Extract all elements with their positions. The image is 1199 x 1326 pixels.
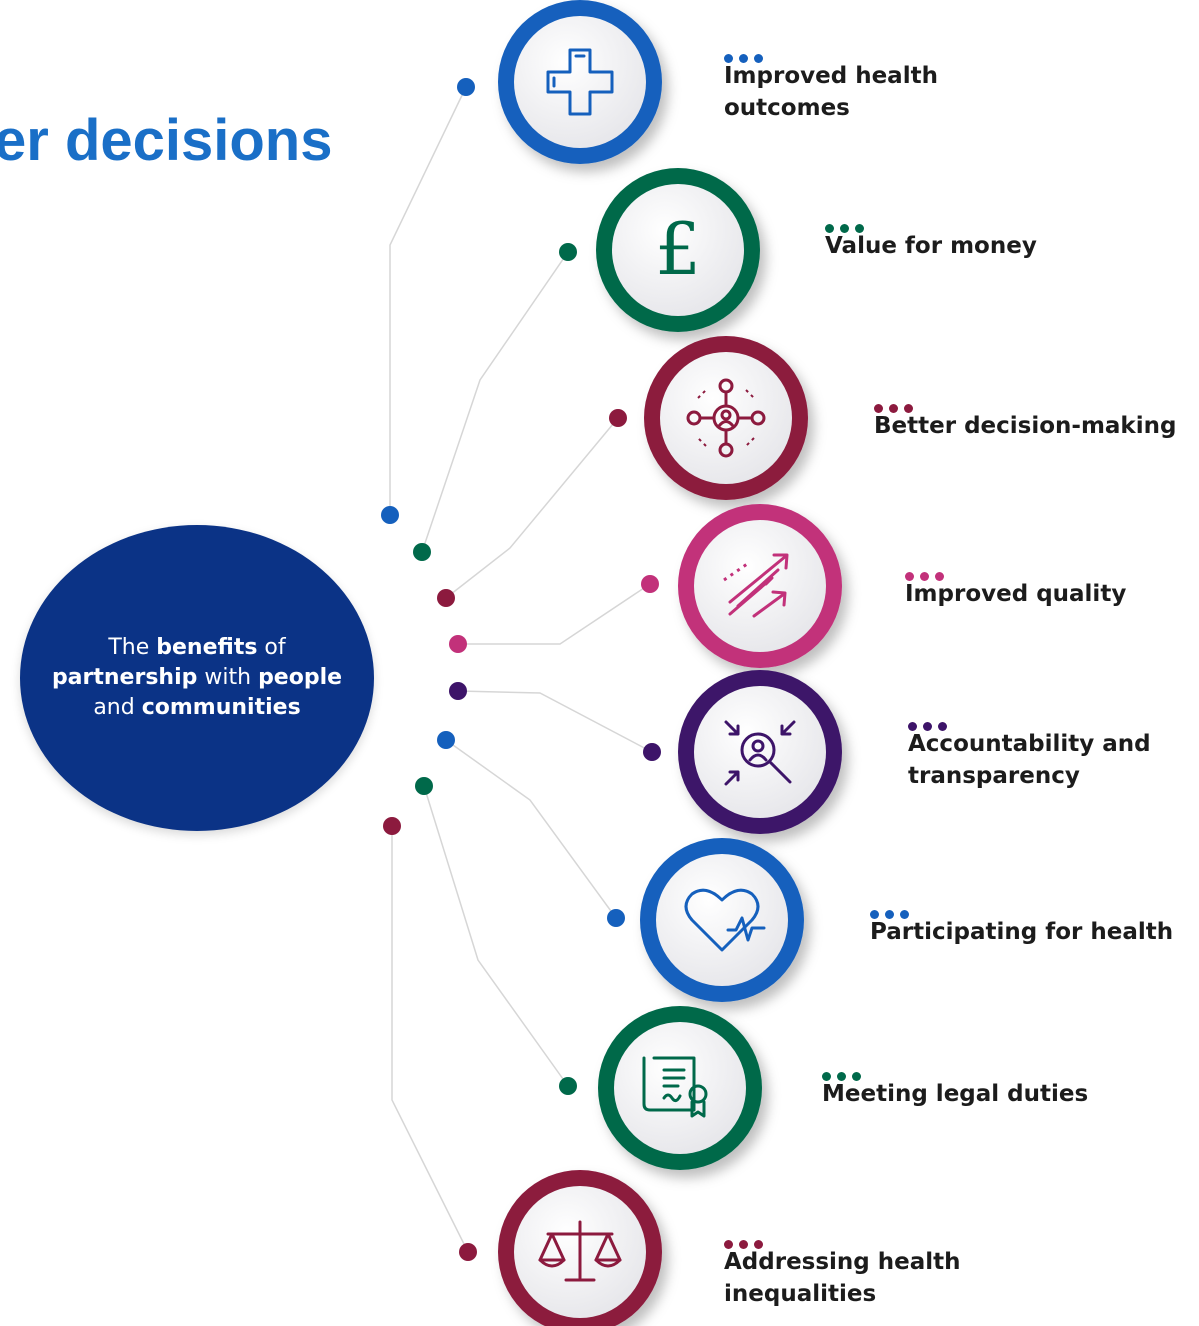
connector-end-dot bbox=[607, 909, 625, 927]
pound-icon: £ bbox=[655, 207, 701, 291]
ellipsis-dots-icon bbox=[905, 558, 1126, 581]
connector-start-dot bbox=[437, 589, 455, 607]
connector-lines bbox=[381, 78, 661, 1261]
connector-end-dot bbox=[641, 575, 659, 593]
connector-end-dot bbox=[559, 243, 577, 261]
benefit-label-line2: transparency bbox=[908, 763, 1080, 789]
benefit-node bbox=[498, 0, 662, 164]
benefit-node bbox=[678, 504, 842, 668]
benefit-node bbox=[598, 1006, 762, 1170]
benefit-label-line1: Addressing health bbox=[724, 1249, 961, 1275]
connector-start-dot bbox=[415, 777, 433, 795]
connector-end-dot bbox=[559, 1077, 577, 1095]
connector-line bbox=[457, 690, 653, 753]
ellipsis-dots-icon bbox=[724, 1226, 961, 1249]
benefit-label: Improved health outcomes bbox=[724, 40, 938, 124]
connector-start-dot bbox=[413, 543, 431, 561]
connector-end-dot bbox=[643, 743, 661, 761]
benefit-node bbox=[498, 1170, 662, 1326]
connector-end-dot bbox=[459, 1243, 477, 1261]
benefit-label-line2: inequalities bbox=[724, 1281, 877, 1307]
ellipsis-dots-icon bbox=[870, 896, 1173, 919]
connector-start-dot bbox=[449, 635, 467, 653]
benefit-label: Participating for health bbox=[870, 896, 1173, 948]
benefit-node bbox=[678, 670, 842, 834]
connector-end-dot bbox=[457, 78, 475, 96]
benefit-node bbox=[640, 838, 804, 1002]
connector-line bbox=[458, 583, 651, 645]
legal-document-icon bbox=[642, 1056, 708, 1118]
page-heading: er decisions bbox=[0, 108, 333, 173]
connector-line bbox=[389, 86, 467, 515]
connector-line bbox=[445, 739, 617, 919]
connector-line bbox=[445, 417, 619, 599]
benefit-label: Better decision-making bbox=[874, 390, 1176, 442]
svg-text:£: £ bbox=[655, 207, 701, 291]
hub-text: The benefits of partnership with people … bbox=[51, 635, 343, 720]
connector-start-dot bbox=[449, 682, 467, 700]
benefit-label-line1: Improved health bbox=[724, 63, 938, 89]
benefit-label-line1: Improved quality bbox=[905, 581, 1127, 607]
heart-pulse-icon bbox=[684, 888, 766, 952]
benefit-label: Value for money bbox=[825, 210, 1037, 262]
benefit-node: £ bbox=[596, 168, 760, 332]
ellipsis-dots-icon bbox=[908, 708, 1151, 731]
connector-start-dot bbox=[381, 506, 399, 524]
benefit-node bbox=[644, 336, 808, 500]
benefit-label: Meeting legal duties bbox=[822, 1058, 1088, 1110]
benefit-label-line2: outcomes bbox=[724, 95, 850, 121]
connector-line bbox=[421, 251, 569, 553]
benefit-label-line1: Meeting legal duties bbox=[822, 1081, 1089, 1107]
magnifier-person-icon bbox=[724, 720, 796, 786]
arrows-up-icon bbox=[723, 553, 789, 618]
connector-start-dot bbox=[383, 817, 401, 835]
scales-icon bbox=[538, 1220, 622, 1282]
benefit-label-line1: Value for money bbox=[825, 233, 1037, 259]
benefit-label-line1: Accountability and bbox=[908, 731, 1151, 757]
connector-start-dot bbox=[437, 731, 455, 749]
benefit-label-line1: Better decision-making bbox=[874, 413, 1177, 439]
connector-line bbox=[423, 785, 569, 1087]
ellipsis-dots-icon bbox=[822, 1058, 1088, 1081]
benefit-label: Addressing health inequalities bbox=[724, 1226, 961, 1310]
connector-line bbox=[391, 826, 469, 1253]
benefit-label-line1: Participating for health bbox=[870, 919, 1174, 945]
connector-end-dot bbox=[609, 409, 627, 427]
ellipsis-dots-icon bbox=[874, 390, 1176, 413]
hub-circle: The benefits of partnership with people … bbox=[20, 525, 374, 831]
benefit-label: Improved quality bbox=[905, 558, 1126, 610]
benefit-label: Accountability and transparency bbox=[908, 708, 1151, 792]
ellipsis-dots-icon bbox=[825, 210, 1037, 233]
ellipsis-dots-icon bbox=[724, 40, 938, 63]
health-cross-icon bbox=[546, 48, 614, 116]
network-people-icon bbox=[686, 378, 766, 458]
